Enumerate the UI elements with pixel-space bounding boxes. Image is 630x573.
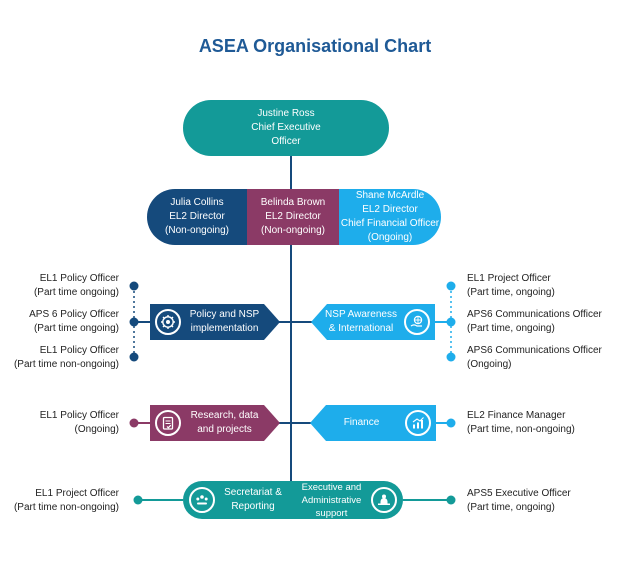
secretariat-unit-line1: Secretariat & <box>224 487 282 498</box>
staff-title: EL1 Project Officer <box>35 488 119 499</box>
executive-unit-line1: Executive and <box>301 481 362 493</box>
policy-staff-dot-3 <box>129 352 139 362</box>
policy-unit-line2: implementation <box>190 323 259 334</box>
staff-title: APS 6 Policy Officer <box>29 309 119 320</box>
staff-executive-1: APS5 Executive Officer (Part time, ongoi… <box>467 487 571 515</box>
staff-title: APS6 Communications Officer <box>467 309 602 320</box>
staff-research-1: EL1 Policy Officer (Ongoing) <box>40 409 119 437</box>
nsp-staff-dot-3 <box>446 352 456 362</box>
secretariat-unit: Secretariat & Reporting <box>183 481 291 519</box>
nsp-staff-dot-1 <box>446 281 456 291</box>
staff-finance-1: EL2 Finance Manager (Part time, non-ongo… <box>467 409 575 437</box>
ceo-name: Justine Ross <box>257 108 315 119</box>
executive-unit-line2: Administrative <box>301 494 362 506</box>
staff-status: (Part time, ongoing) <box>467 323 555 334</box>
director-box-belinda-brown: Belinda Brown EL2 Director (Non-ongoing) <box>247 189 339 245</box>
staff-secretariat-1: EL1 Project Officer (Part time non-ongoi… <box>14 487 119 515</box>
research-unit: Research, data and projects <box>150 405 268 441</box>
staff-nsp-2: APS6 Communications Officer (Part time, … <box>467 308 602 336</box>
ceo-role-line1: Chief Executive <box>251 122 321 133</box>
director-name: Belinda Brown <box>260 197 326 208</box>
nsp-unit-line2: & International <box>328 323 394 334</box>
ceo-box: Justine Ross Chief Executive Officer <box>183 100 389 156</box>
director-name: Shane McArdle <box>355 190 425 201</box>
policy-staff-dot-1 <box>129 281 139 291</box>
presenter-icon <box>371 487 397 513</box>
staff-status: (Part time, ongoing) <box>467 502 555 513</box>
executive-staff-dot <box>446 495 456 505</box>
secretariat-unit-line2: Reporting <box>231 501 275 512</box>
research-unit-shape <box>150 405 280 441</box>
research-unit-line1: Research, data <box>190 410 259 421</box>
staff-status: (Ongoing) <box>74 424 119 435</box>
clipboard-check-icon <box>155 410 181 436</box>
staff-title: EL1 Policy Officer <box>39 345 119 356</box>
secretariat-staff-dot <box>133 495 143 505</box>
research-unit-line2: and projects <box>197 424 252 435</box>
staff-status: (Part time non-ongoing) <box>13 502 119 513</box>
executive-unit: Executive and Administrative support <box>292 478 403 522</box>
staff-status: (Part time, non-ongoing) <box>467 424 575 435</box>
finance-staff-dot <box>446 418 456 428</box>
director-status: (Ongoing) <box>367 232 413 243</box>
nsp-staff-dot-2 <box>446 317 456 327</box>
gear-head-icon <box>155 309 181 335</box>
director-role-2: Chief Financial Officer <box>340 218 440 229</box>
staff-title: EL2 Finance Manager <box>467 410 566 421</box>
staff-status: (Part time non-ongoing) <box>13 359 119 370</box>
director-name: Julia Collins <box>170 197 224 208</box>
director-role: EL2 Director <box>169 211 225 222</box>
staff-policy-2: APS 6 Policy Officer (Part time ongoing) <box>29 308 119 336</box>
chart-title: ASEA Organisational Chart <box>198 36 432 56</box>
research-staff-dot <box>129 418 139 428</box>
finance-unit: Finance <box>318 405 436 441</box>
nsp-unit: NSP Awareness & International <box>318 304 435 340</box>
growth-chart-icon <box>405 410 431 436</box>
staff-title: APS6 Communications Officer <box>467 345 602 356</box>
meeting-group-icon <box>189 487 215 513</box>
staff-title: EL1 Policy Officer <box>39 410 119 421</box>
staff-title: EL1 Project Officer <box>467 273 551 284</box>
ceo-role-line2: Officer <box>271 136 301 147</box>
nsp-unit-shape <box>311 304 435 340</box>
policy-unit: Policy and NSP implementation <box>150 304 268 340</box>
staff-status: (Part time ongoing) <box>33 287 119 298</box>
staff-nsp-1: EL1 Project Officer (Part time, ongoing) <box>467 272 555 300</box>
director-box-julia-collins: Julia Collins EL2 Director (Non-ongoing) <box>147 189 247 245</box>
executive-unit-line3: support <box>315 507 348 519</box>
staff-nsp-3: APS6 Communications Officer (Ongoing) <box>467 344 602 372</box>
director-role: EL2 Director <box>265 211 321 222</box>
support-pill <box>183 481 403 519</box>
director-status: (Non-ongoing) <box>261 225 325 236</box>
policy-staff-dot-2 <box>129 317 139 327</box>
policy-unit-line1: Policy and NSP <box>189 309 260 320</box>
staff-policy-1: EL1 Policy Officer (Part time ongoing) <box>34 272 119 300</box>
staff-status: (Part time, ongoing) <box>467 287 555 298</box>
staff-policy-3: EL1 Policy Officer (Part time non-ongoin… <box>14 344 119 372</box>
director-role: EL2 Director <box>362 204 418 215</box>
staff-title: APS5 Executive Officer <box>467 488 571 499</box>
staff-status: (Ongoing) <box>467 359 512 370</box>
director-box-shane-mcardle: Shane McArdle EL2 Director Chief Financi… <box>339 189 441 245</box>
hand-globe-icon <box>404 309 430 335</box>
director-status: (Non-ongoing) <box>165 225 229 236</box>
finance-unit-line1: Finance <box>343 417 380 428</box>
staff-title: EL1 Policy Officer <box>39 273 119 284</box>
staff-status: (Part time ongoing) <box>33 323 119 334</box>
finance-unit-shape <box>310 405 436 441</box>
nsp-unit-line1: NSP Awareness <box>325 309 397 320</box>
policy-unit-shape <box>150 304 280 340</box>
